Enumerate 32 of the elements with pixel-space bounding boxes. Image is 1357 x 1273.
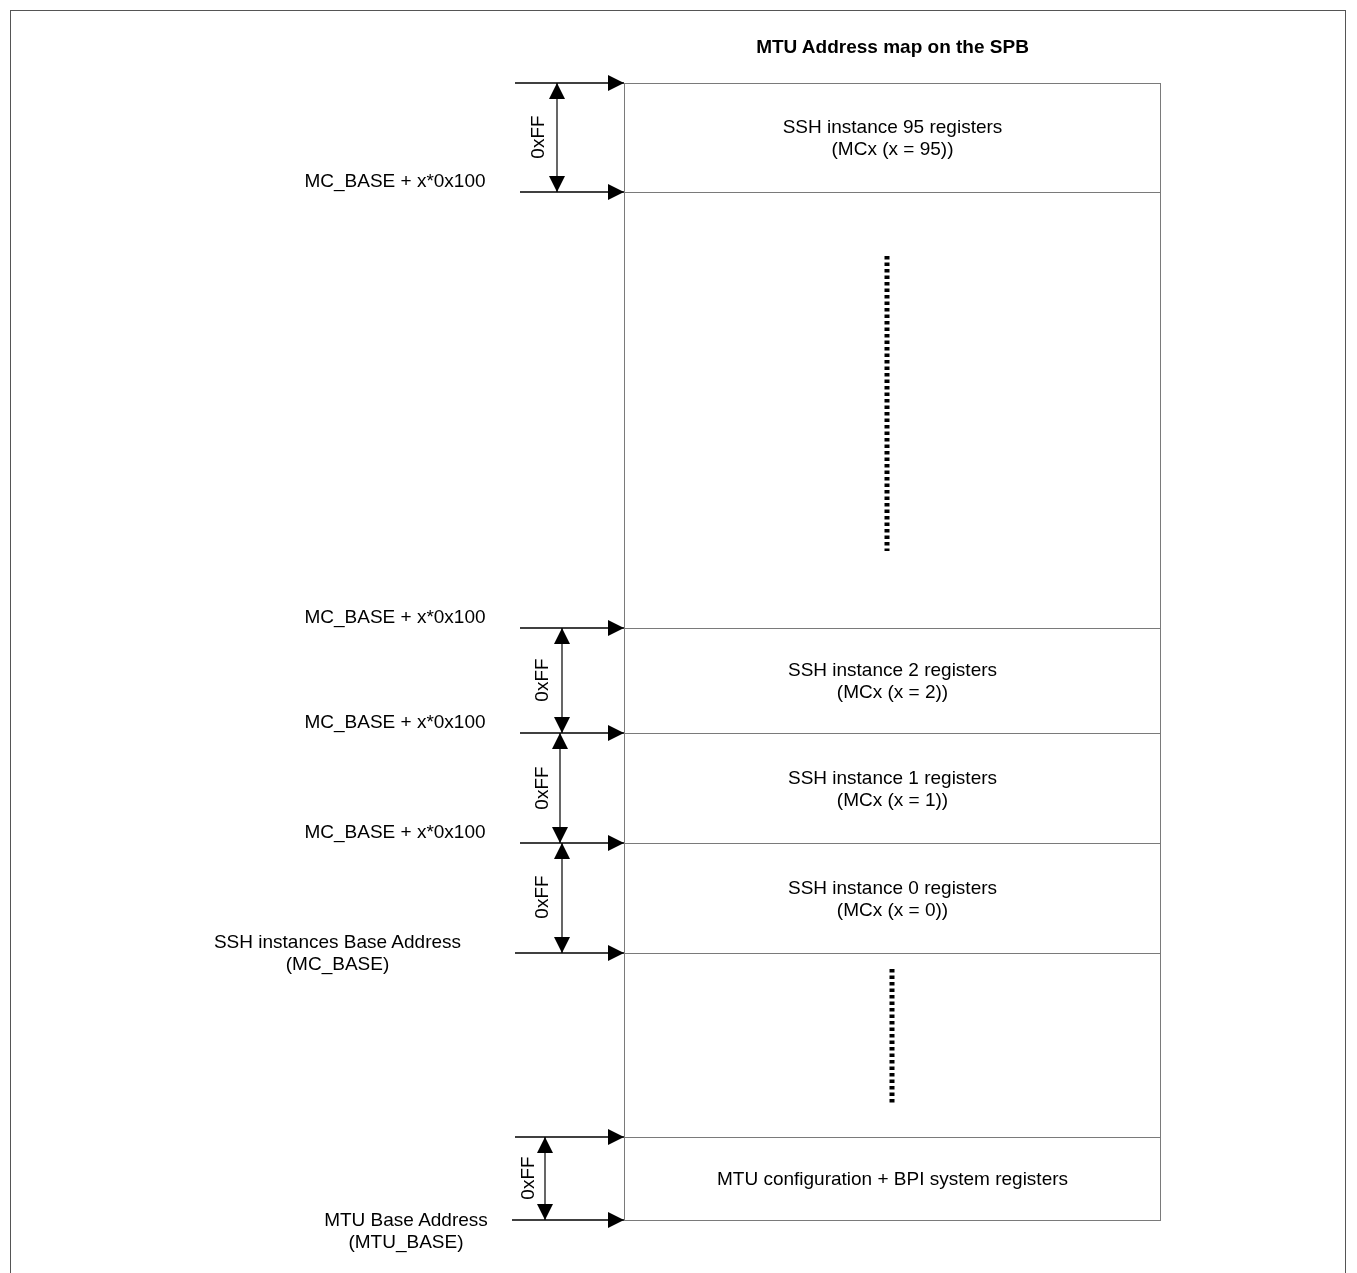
register-label: MTU configuration + BPI system registers — [716, 1168, 1069, 1190]
register-block — [624, 843, 1161, 954]
arrow — [514, 75, 625, 91]
dimension-label: 0xFF — [526, 115, 549, 159]
arrow — [519, 184, 625, 200]
arrow — [519, 835, 625, 851]
arrow — [514, 945, 625, 961]
address-label: MC_BASE + x*0x100 — [304, 170, 486, 192]
dimension-label: 0xFF — [516, 1156, 539, 1200]
register-label: SSH instance 0 registers (MCx (x = 0)) — [786, 876, 999, 921]
arrow — [519, 620, 625, 636]
register-block — [624, 1137, 1161, 1221]
arrow — [511, 1212, 625, 1228]
memory-region — [624, 192, 1161, 629]
register-label: SSH instance 1 registers (MCx (x = 1)) — [786, 766, 999, 811]
diagram-title: MTU Address map on the SPB — [756, 36, 1029, 57]
address-label: MC_BASE + x*0x100 — [304, 606, 486, 628]
address-label: MC_BASE + x*0x100 — [304, 711, 486, 733]
address-label: MC_BASE + x*0x100 — [304, 821, 486, 843]
register-label: SSH instance 95 registers (MCx (x = 95)) — [781, 116, 1004, 160]
arrow — [514, 1129, 625, 1145]
memory-region — [624, 953, 1161, 1138]
register-block — [624, 628, 1161, 734]
dimension-label: 0xFF — [530, 875, 553, 919]
address-label: MTU Base Address (MTU_BASE) — [323, 1209, 489, 1253]
dimension-label: 0xFF — [530, 658, 553, 702]
register-block — [624, 83, 1161, 193]
address-label: SSH instances Base Address (MC_BASE) — [212, 931, 463, 975]
register-block — [624, 733, 1161, 844]
arrow — [519, 725, 625, 741]
register-label: SSH instance 2 registers (MCx (x = 2)) — [786, 659, 999, 703]
dimension-label: 0xFF — [530, 766, 553, 810]
